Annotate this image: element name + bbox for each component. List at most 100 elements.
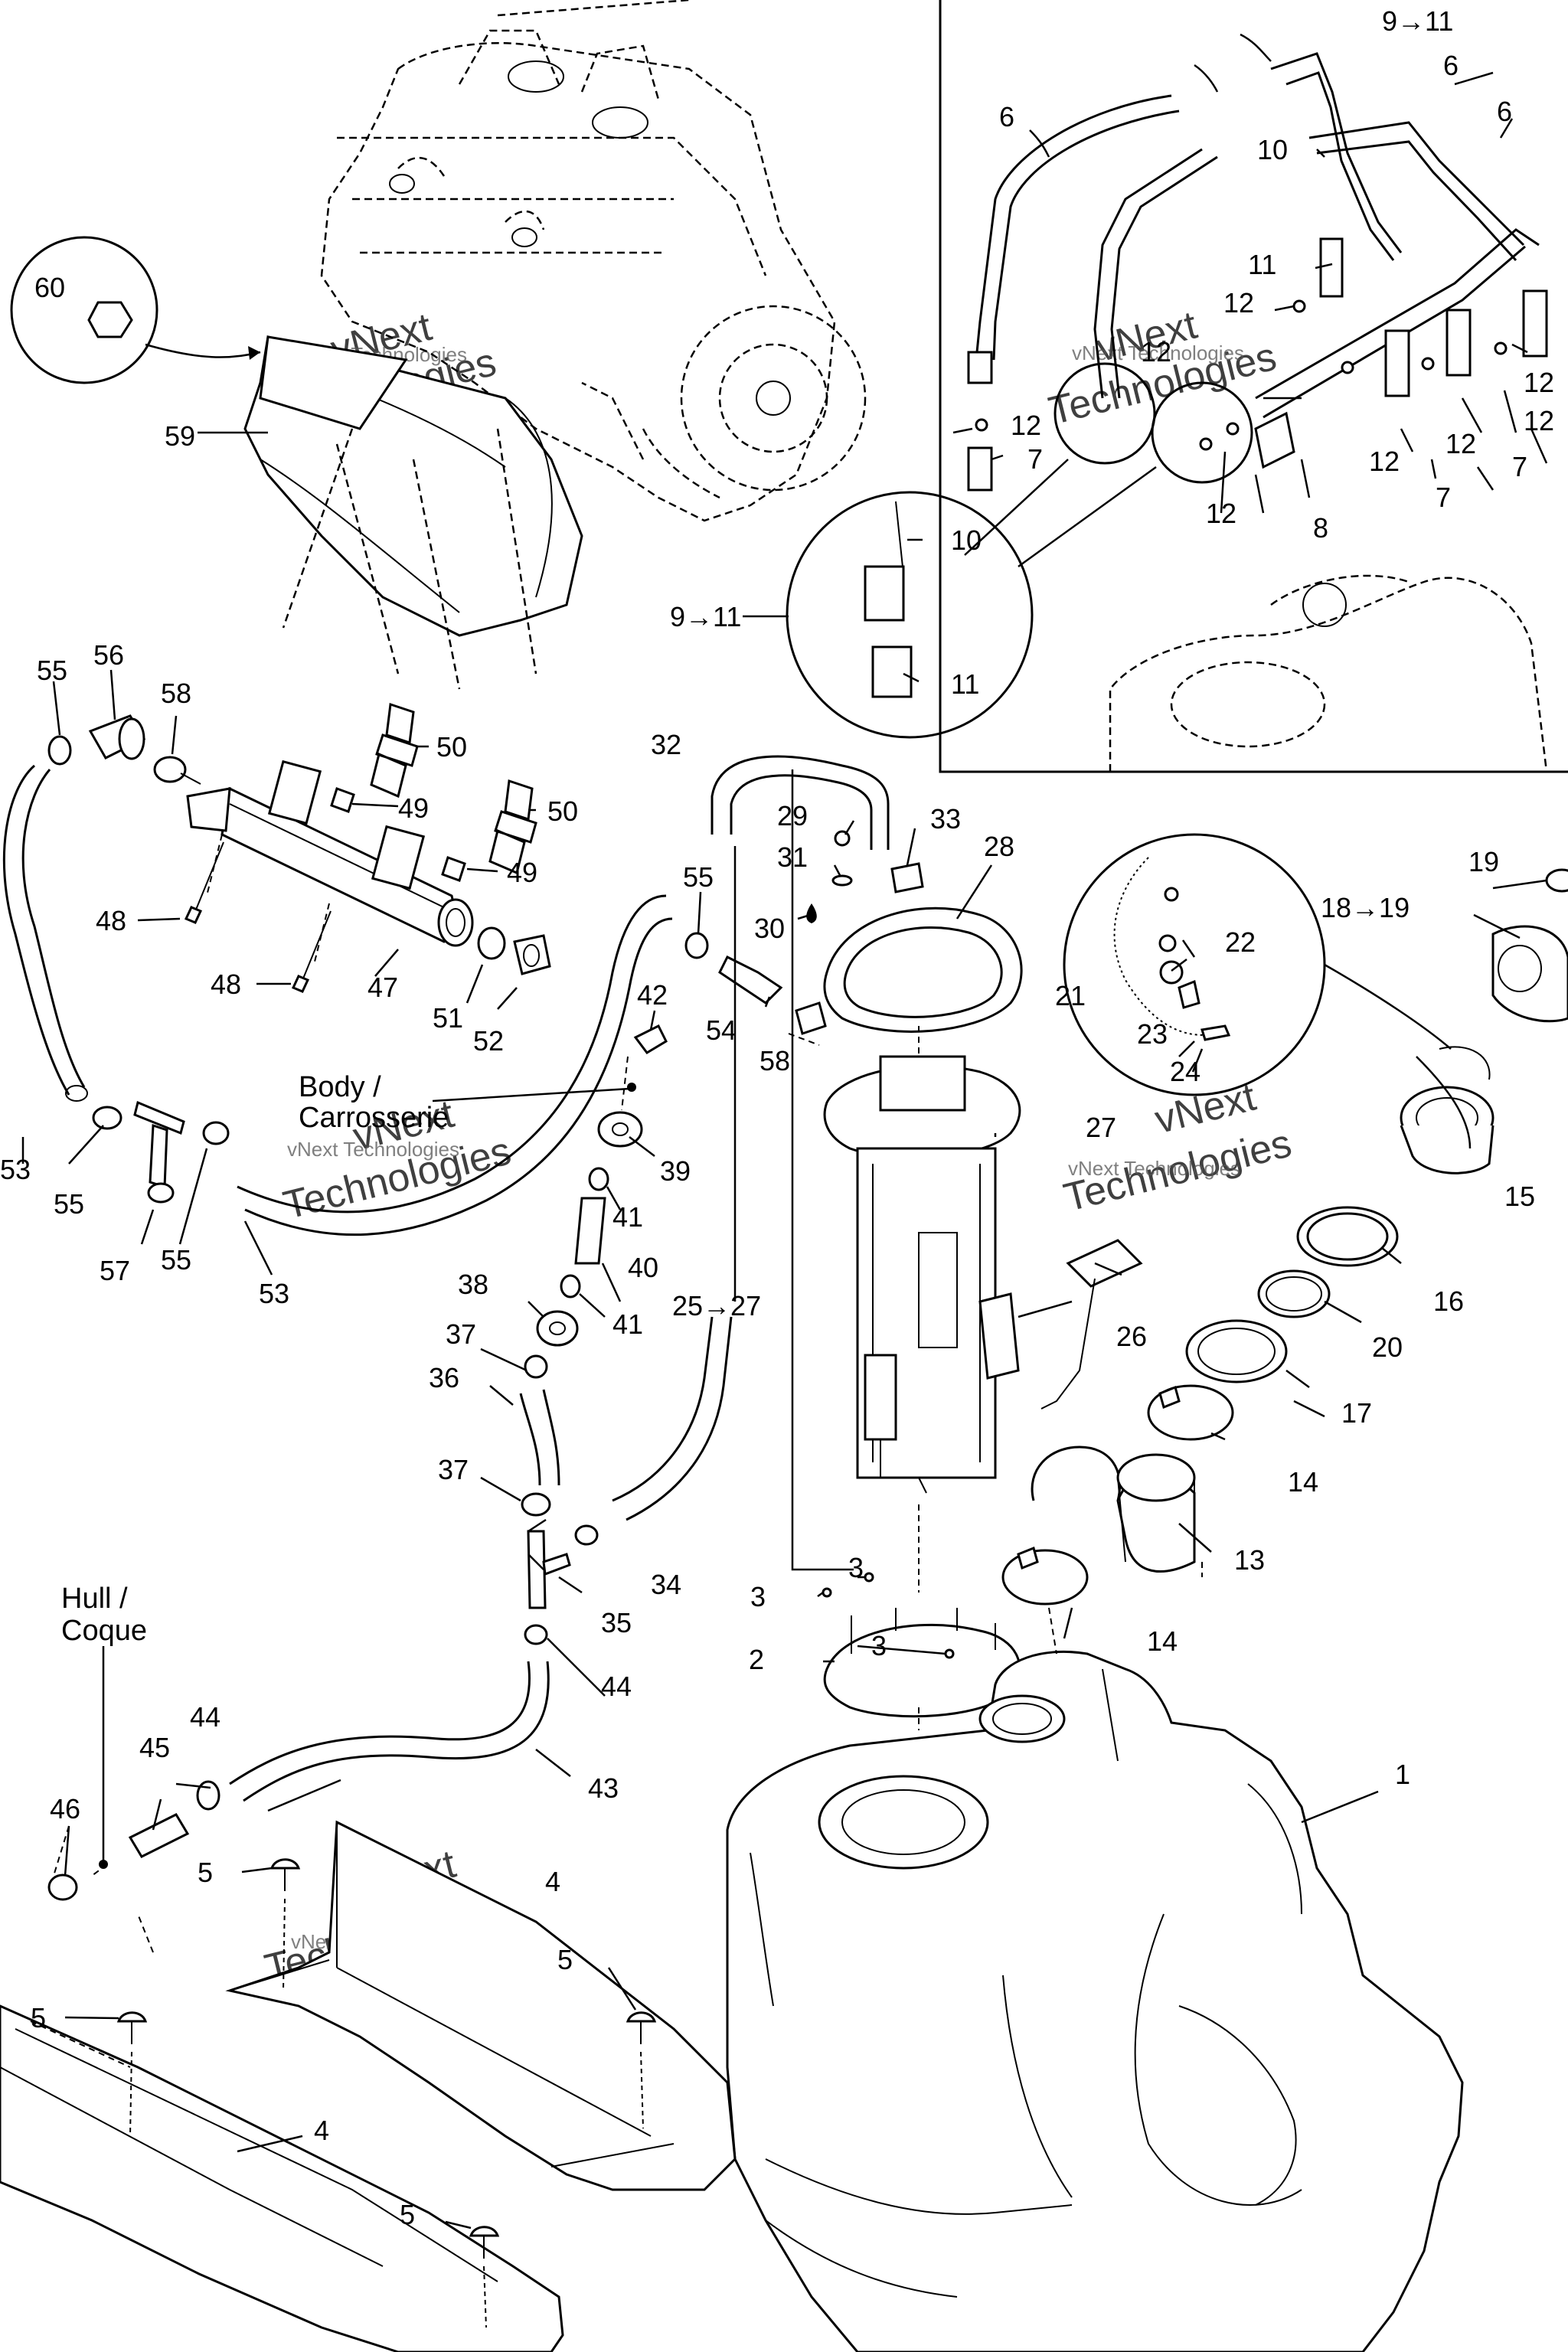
part-60-grommet-callout [10, 236, 261, 384]
callout-18-to-19: 18→19 [1321, 892, 1410, 923]
callout-17: 17 [1341, 1397, 1372, 1429]
part-16-gasket [1296, 1206, 1399, 1267]
callout-3: 3 [750, 1581, 766, 1612]
callout-9-to-11: 9→11 [670, 601, 741, 632]
part-27-fuel-pump-module [823, 1055, 1021, 1494]
part-14-clamp-lower [1001, 1546, 1089, 1606]
callout-45: 45 [139, 1732, 170, 1763]
part-42-elbow [633, 1024, 668, 1054]
callout-6: 6 [1497, 96, 1512, 127]
callout-6: 6 [999, 101, 1014, 132]
callout-10: 10 [951, 524, 982, 556]
callout-47: 47 [368, 972, 398, 1003]
part-45-fitting [128, 1813, 190, 1858]
callout-31: 31 [777, 841, 808, 873]
part-2-lock-ring [822, 1572, 1021, 1718]
callout-11: 11 [951, 668, 979, 700]
part-46-grommet [47, 1873, 78, 1901]
callout-35: 35 [601, 1607, 632, 1638]
callout-55: 55 [683, 861, 714, 893]
watermark-small: vNext Technologies [287, 1138, 459, 1161]
part-36-hose [519, 1389, 560, 1486]
part-20-oring [1257, 1269, 1331, 1318]
callout-50: 50 [436, 731, 467, 763]
part-12-hardware [975, 299, 1508, 451]
hull-label-en: Hull / [61, 1583, 128, 1615]
callout-48: 48 [96, 905, 126, 936]
part-59-heat-shield [243, 335, 583, 690]
callout-12: 12 [1011, 410, 1041, 441]
callout-33: 33 [930, 803, 961, 835]
callout-26: 26 [1116, 1321, 1147, 1352]
callout-43: 43 [588, 1772, 619, 1804]
callout-23: 23 [1137, 1018, 1168, 1050]
callout-37: 37 [438, 1454, 469, 1485]
part-33-fitting [890, 862, 924, 893]
part-48-screws [184, 841, 332, 993]
part-4-panel-upper [225, 1820, 737, 2191]
callout-4: 4 [314, 2115, 329, 2146]
part-50-injector-a [370, 702, 419, 799]
callout-14: 14 [1288, 1466, 1318, 1498]
tank-ghost-inset [1109, 574, 1548, 773]
part-10-11-detail-circles [786, 362, 1253, 739]
callout-48: 48 [211, 969, 241, 1000]
assembly-dashed-guides [30, 769, 1203, 2068]
callout-22: 22 [1225, 926, 1256, 958]
strap-inset-frame [939, 0, 1568, 773]
callout-39: 39 [660, 1155, 691, 1187]
callout-56: 56 [93, 639, 124, 671]
callout-32: 32 [651, 729, 681, 760]
part-35-tee [527, 1530, 571, 1609]
part-47-fuel-rail [186, 760, 474, 947]
callout-55: 55 [161, 1244, 191, 1276]
callout-25-to-27: 25→27 [672, 1290, 761, 1321]
part-49-clips [330, 787, 466, 882]
callout-5: 5 [198, 1857, 213, 1888]
callout-51: 51 [433, 1002, 463, 1034]
callout-5: 5 [400, 2199, 415, 2230]
part-14-clamp-upper [1147, 1384, 1234, 1441]
leader-lines [21, 33, 1548, 2230]
notes: Body / Carrosserie Hull / Coque [61, 1071, 449, 1647]
callout-6: 6 [1443, 50, 1459, 81]
callout-58: 58 [760, 1045, 790, 1076]
callout-7: 7 [1512, 451, 1527, 482]
callout-29: 29 [777, 800, 808, 831]
part-8-bracket [1254, 411, 1295, 469]
part-28-gasket [823, 906, 1023, 1033]
part-13-hose [1031, 1446, 1196, 1573]
callout-numbers: 1 2 3 3 3 4 4 5 5 5 5 6 6 6 7 7 7 8 9→11… [0, 5, 1554, 2230]
callout-42: 42 [637, 979, 668, 1011]
callout-54: 54 [706, 1014, 737, 1046]
callout-3: 3 [848, 1552, 864, 1583]
body-reference-dot [627, 1083, 636, 1092]
callout-5: 5 [31, 2002, 46, 2034]
watermark-small: vNext Technologies [1072, 341, 1244, 364]
callout-41: 41 [612, 1201, 643, 1233]
part-53-hose-left [2, 764, 88, 1102]
part-1-fuel-tank [726, 1650, 1464, 2352]
part-50-injector-b [488, 779, 537, 875]
part-55-clamps-left [47, 735, 709, 1145]
part-51-oring [477, 926, 506, 960]
callout-12: 12 [1524, 367, 1554, 398]
callout-57: 57 [100, 1255, 130, 1286]
part-58-connector-b [795, 1001, 827, 1035]
callout-9-to-11: 9→11 [1382, 5, 1453, 37]
hull-reference-dot [99, 1860, 108, 1869]
callout-58: 58 [161, 678, 191, 709]
callout-12: 12 [1141, 336, 1171, 368]
callout-19: 19 [1468, 846, 1499, 877]
callout-21: 21 [1055, 980, 1086, 1011]
part-40-hose [574, 1197, 606, 1265]
callout-34: 34 [651, 1569, 681, 1600]
callout-59: 59 [165, 420, 195, 452]
callout-55: 55 [37, 655, 67, 686]
callout-2: 2 [749, 1644, 764, 1675]
part-44-clamps [196, 1624, 548, 1811]
part-38-valve [536, 1310, 579, 1347]
watermark-small: vNext Technologies [1068, 1157, 1240, 1180]
body-label-en: Body / [299, 1071, 381, 1103]
